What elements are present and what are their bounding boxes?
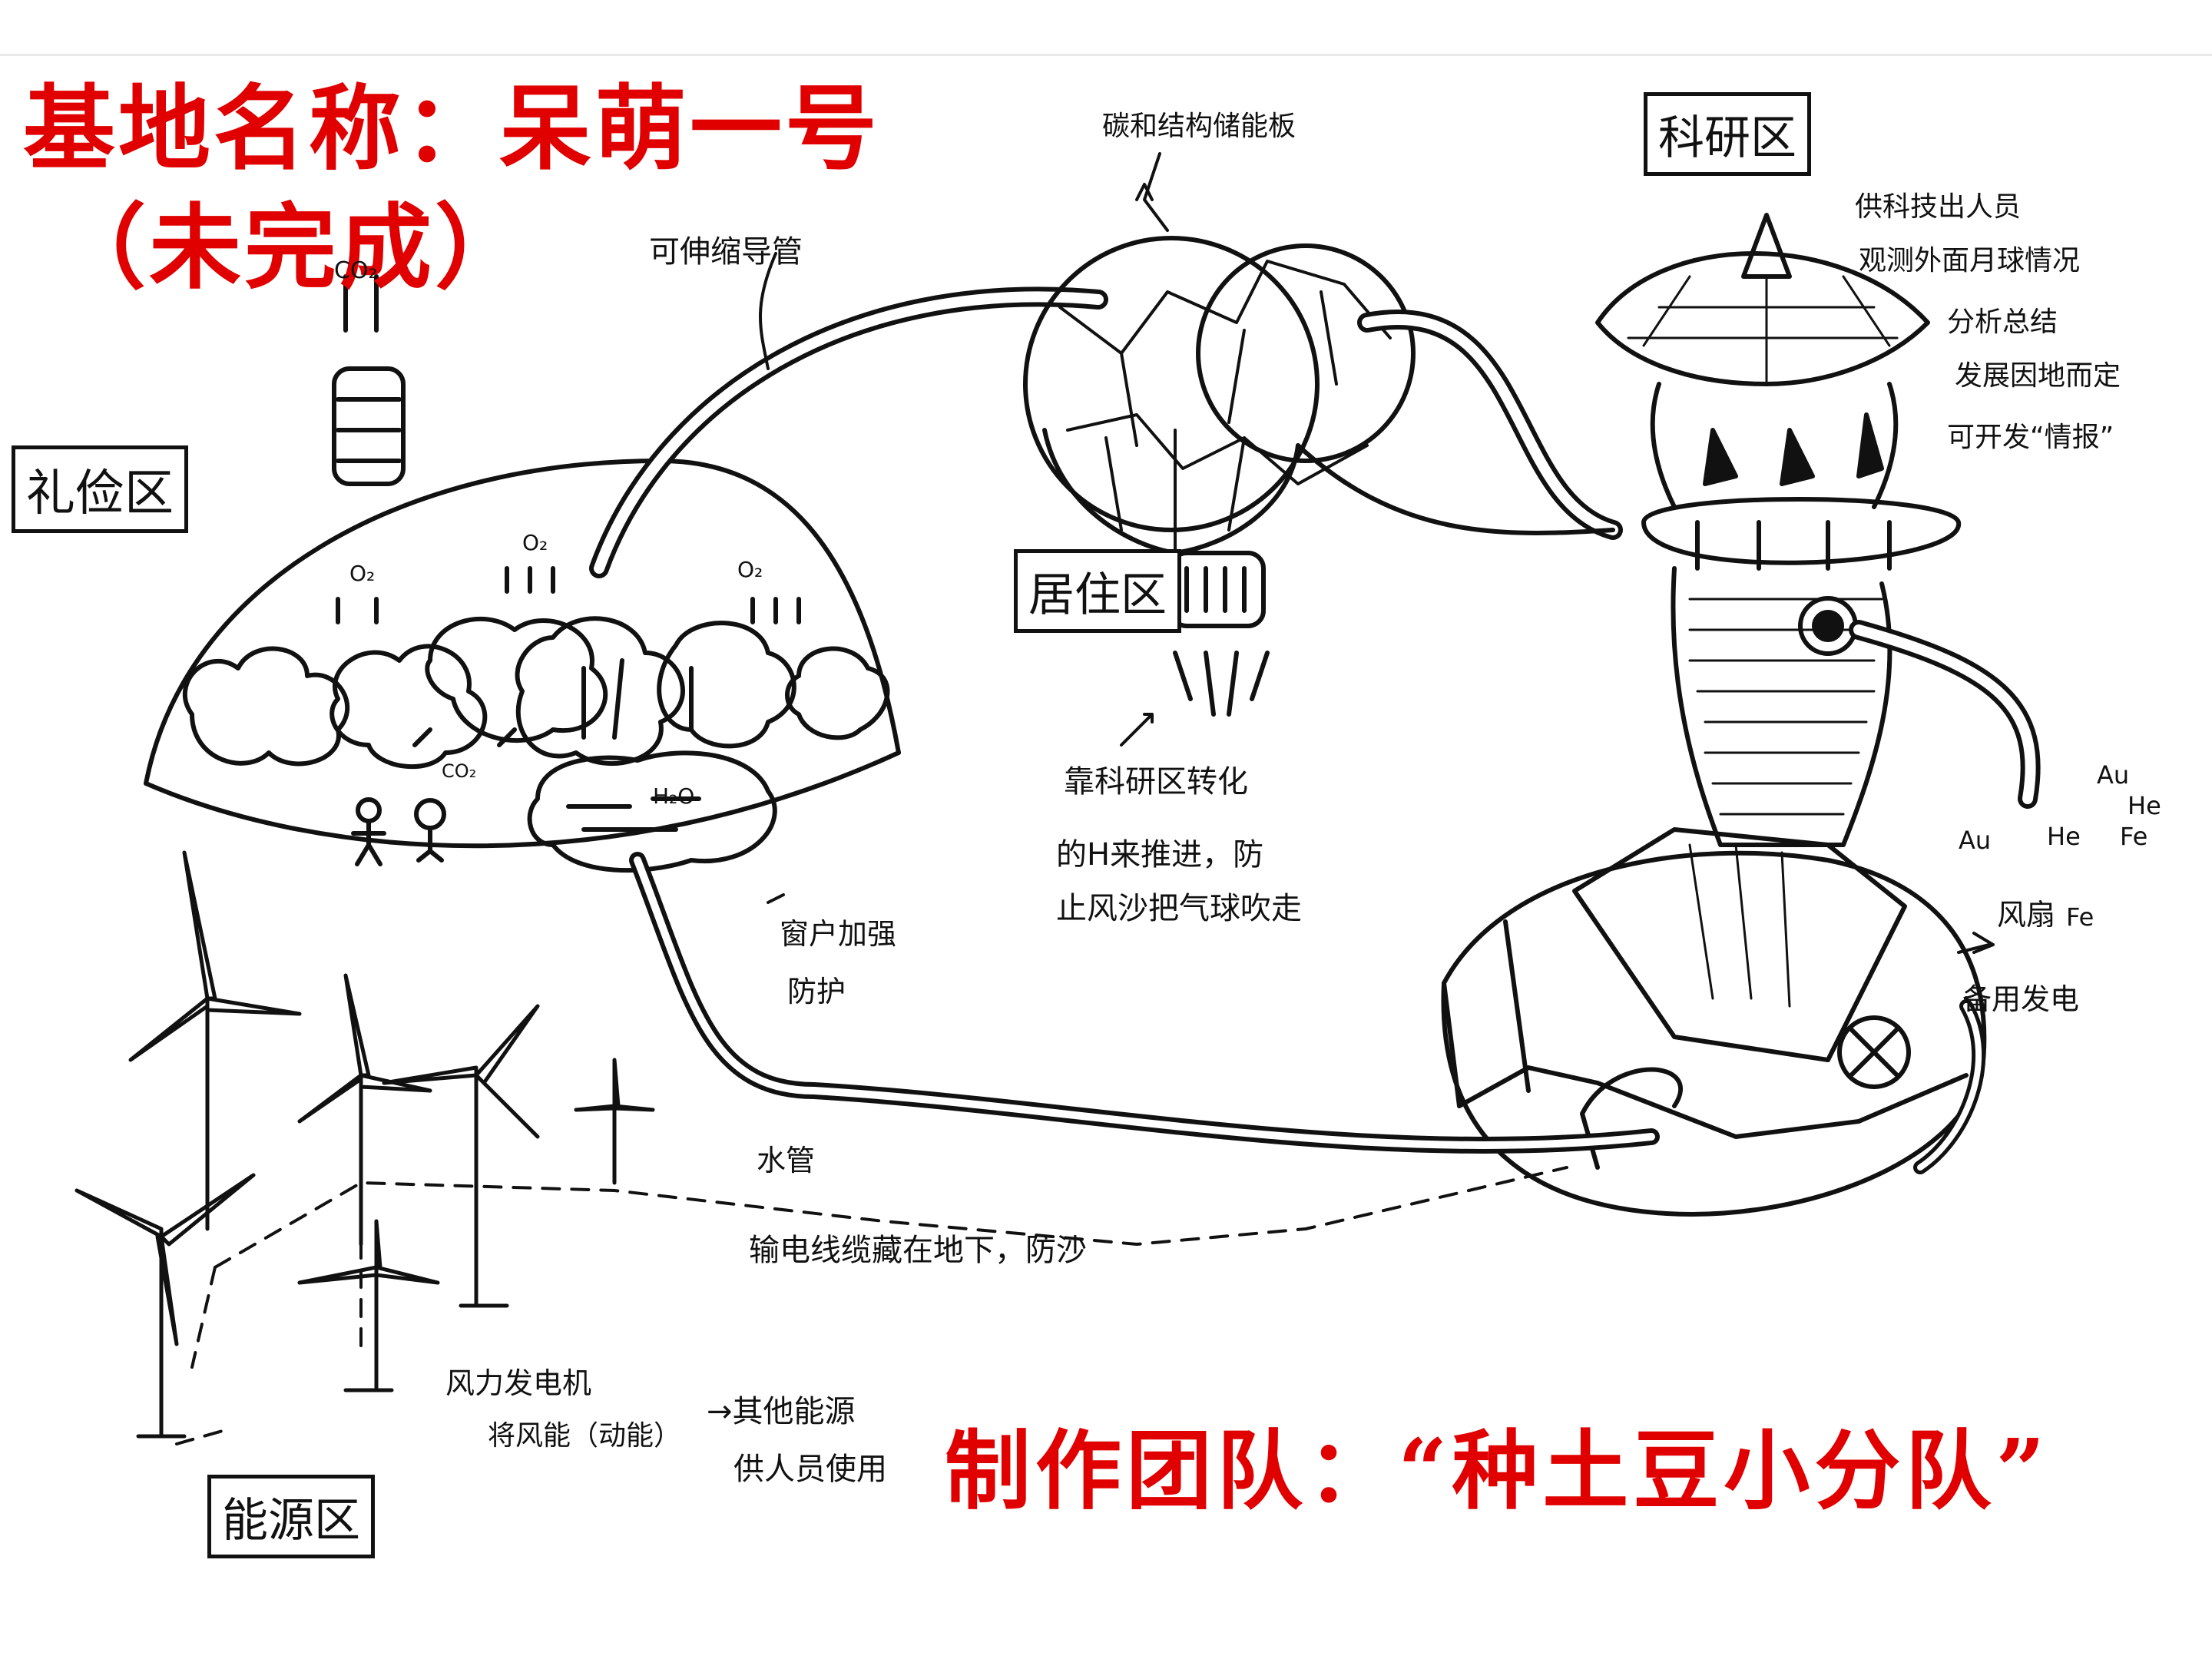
annotation-research-5: 可开发“情报” xyxy=(1947,422,2114,453)
zone-label-research: 科研区 xyxy=(1644,92,1811,176)
team-name: 制作团队：“种土豆小分队” xyxy=(945,1421,2050,1522)
h2o-label: H₂O xyxy=(653,783,695,809)
annotation-thrust-3: 止风沙把气球吹走 xyxy=(1056,891,1302,926)
annotation-thrust-2: 的H来推进，防 xyxy=(1056,837,1264,873)
status-subtitle: （未完成） xyxy=(54,194,530,302)
living-research-pipe xyxy=(1357,310,1623,540)
element-he-2: He xyxy=(2047,822,2081,851)
annotation-wind-fan-1: 风扇 xyxy=(1997,898,2056,932)
flexible-pipe xyxy=(589,286,1108,578)
annotation-research-1: 供科技出人员 xyxy=(1855,191,2022,223)
co2-label-dome: CO₂ xyxy=(442,760,477,782)
annotation-other-energy-1: →其他能源 xyxy=(707,1394,856,1429)
annotation-cable: 输电线缆藏在地下，防沙 xyxy=(749,1233,1087,1268)
element-fe-2: Fe xyxy=(2066,902,2094,932)
annotation-research-2: 观测外面月球情况 xyxy=(1859,245,2081,276)
annotation-windgen-2: 将风能（动能） xyxy=(488,1420,682,1452)
element-fe-1: Fe xyxy=(2120,822,2148,851)
zone-label-energy: 能源区 xyxy=(207,1475,375,1558)
annotation-carbon: 碳和结构储能板 xyxy=(1102,111,1296,142)
annotation-other-energy-2: 供人员使用 xyxy=(733,1452,887,1487)
element-au-2: Au xyxy=(1959,826,1992,855)
zone-label-eco: 礼俭区 xyxy=(12,445,188,533)
base-name-title: 基地名称：呆萌一号 xyxy=(23,75,880,183)
wind-turbines xyxy=(75,850,655,1439)
element-he-1: He xyxy=(2128,791,2161,820)
annotation-research-4: 发展因地而定 xyxy=(1955,360,2121,392)
annotation-research-3: 分析总结 xyxy=(1947,306,2058,338)
living-balloon xyxy=(1023,236,1416,717)
annotation-windgen-1: 风力发电机 xyxy=(445,1366,592,1400)
annotation-protect-2: 防护 xyxy=(787,975,846,1008)
annotation-protect-1: 窗户加强 xyxy=(780,917,897,951)
annotation-wind-fan-2: 备用发电 xyxy=(1962,982,2080,1016)
research-tower xyxy=(1441,213,1987,1217)
zone-label-living: 居住区 xyxy=(1014,549,1181,633)
cable-dashed xyxy=(214,1166,1568,1269)
annotation-thrust-1: 靠科研区转化 xyxy=(1064,764,1248,800)
co2-label: CO₂ xyxy=(334,257,378,284)
o2-label-center: O₂ xyxy=(522,530,548,555)
co2-intake xyxy=(332,274,406,486)
annotation-water-pipe: 水管 xyxy=(757,1144,816,1177)
eco-dome xyxy=(144,459,901,873)
top-divider xyxy=(0,54,2212,56)
o2-label-right: O₂ xyxy=(737,557,763,582)
element-au-1: Au xyxy=(2097,760,2130,790)
annotation-pipe: 可伸缩导管 xyxy=(649,234,803,270)
o2-label-left: O₂ xyxy=(349,561,376,586)
